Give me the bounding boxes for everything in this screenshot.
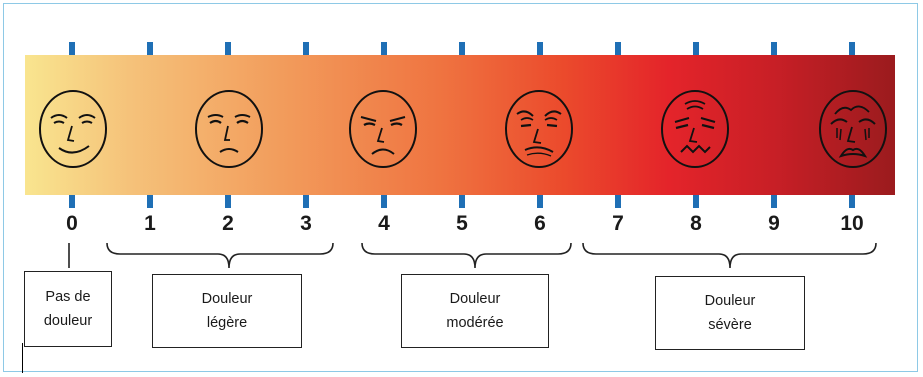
tick-mark-bottom — [381, 195, 387, 208]
label-line: Douleur — [449, 291, 501, 307]
tick-mark-top — [381, 42, 387, 55]
distressed-face-icon — [505, 90, 573, 168]
tick-mark-top — [693, 42, 699, 55]
tick-mark-top — [225, 42, 231, 55]
figure-frame — [3, 3, 918, 372]
tick-mark-bottom — [693, 195, 699, 208]
tick-mark-bottom — [459, 195, 465, 208]
tick-mark-top — [69, 42, 75, 55]
scale-number: 1 — [144, 212, 156, 235]
label-line: Pas de — [45, 289, 91, 305]
scale-number: 10 — [840, 212, 864, 235]
tick-mark-bottom — [537, 195, 543, 208]
label-line: modérée — [446, 315, 504, 331]
label-pas-de-douleur: Pas de douleur — [24, 271, 112, 347]
tick-mark-bottom — [303, 195, 309, 208]
scale-number: 4 — [378, 212, 390, 235]
mildly-concerned-face-icon — [195, 90, 263, 168]
tick-mark-top — [147, 42, 153, 55]
scale-number: 9 — [768, 212, 780, 235]
tick-mark-top — [849, 42, 855, 55]
scale-number: 3 — [300, 212, 312, 235]
label-line: légère — [206, 315, 248, 331]
tick-mark-bottom — [225, 195, 231, 208]
scale-number: 6 — [534, 212, 546, 235]
tick-mark-bottom — [849, 195, 855, 208]
tick-mark-bottom — [69, 195, 75, 208]
pain-gradient-band — [25, 55, 895, 195]
label-line: douleur — [43, 313, 93, 329]
tick-mark-top — [303, 42, 309, 55]
crying-face-icon — [819, 90, 887, 168]
tick-mark-bottom — [615, 195, 621, 208]
label-line: Douleur — [201, 291, 253, 307]
smiling-face-icon — [39, 90, 107, 168]
label-line: sévère — [708, 317, 752, 333]
tick-mark-bottom — [771, 195, 777, 208]
label-douleur-severe: Douleur sévère — [655, 276, 805, 350]
label-douleur-legere: Douleur légère — [152, 274, 302, 348]
label-douleur-moderee: Douleur modérée — [401, 274, 549, 348]
scale-number: 7 — [612, 212, 624, 235]
label-line: Douleur — [704, 293, 756, 309]
scale-number: 5 — [456, 212, 468, 235]
tick-mark-top — [459, 42, 465, 55]
scale-number: 2 — [222, 212, 234, 235]
scale-number: 0 — [66, 212, 78, 235]
frame-corner-mark — [22, 343, 23, 373]
tick-mark-top — [537, 42, 543, 55]
tick-mark-top — [615, 42, 621, 55]
uncomfortable-face-icon — [349, 90, 417, 168]
scale-number: 8 — [690, 212, 702, 235]
pained-face-icon — [661, 90, 729, 168]
tick-mark-top — [771, 42, 777, 55]
tick-mark-bottom — [147, 195, 153, 208]
